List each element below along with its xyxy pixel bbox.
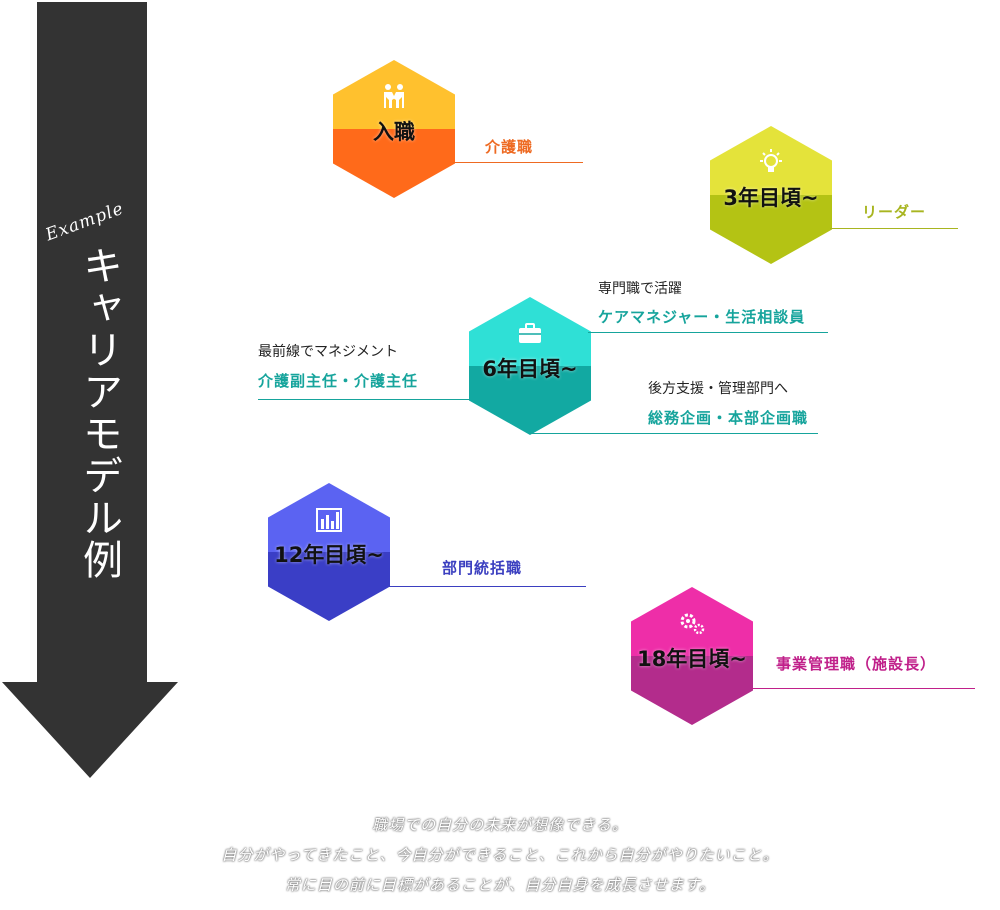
step-year-18: 18年目頃~ [631,587,753,725]
gears-icon [680,613,705,635]
branch-sublabel: 最前線でマネジメント [258,344,398,360]
branch-sublabel: 専門職で活躍 [598,281,682,297]
step-title: 3年目頃~ [723,186,819,210]
branch-role-label: 総務企画・本部企画職 [648,409,809,427]
hexagon-shape [710,126,832,264]
step-entry: 入職 [333,60,455,198]
footer-line: 自分がやってきたこと、今自分ができること、これから自分がやりたいこと。 [221,846,779,864]
branch-role-label: 介護副主任・介護主任 [258,372,419,390]
step-role-label: 介護職 [485,138,534,156]
branch-role-label: ケアマネジャー・生活相談員 [598,308,806,326]
step-role-label: 事業管理職（施設長） [776,655,937,673]
connector-line [388,586,586,587]
connector-line [588,332,828,333]
briefcase-icon [519,323,541,343]
hexagon-shape [333,60,455,198]
step-role-label: 部門統括職 [442,559,523,577]
hexagon-shape [631,587,753,725]
step-title: 入職 [373,120,415,144]
step-title: 6年目頃~ [482,357,578,381]
connector-line [751,688,975,689]
step-role-label: リーダー [862,203,927,221]
connector-line [530,433,818,434]
connector-line [453,162,583,163]
footer-line: 常に目の前に目標があることが、自分自身を成長させます。 [284,876,716,894]
arrow-label-career-model: キャリアモデル例 [76,245,122,581]
step-year-6: 6年目頃~ [469,297,591,435]
step-year-3: 3年目頃~ [710,126,832,264]
branch-sublabel: 後方支援・管理部門へ [648,381,788,397]
bar-chart-icon [316,508,342,532]
handshake-icon [384,84,404,108]
footer-line: 職場での自分の未来が想像できる。 [372,816,628,834]
step-title: 12年目頃~ [274,543,384,567]
lightbulb-icon [760,149,782,172]
connector-line [258,399,470,400]
footer-message: 職場での自分の未来が想像できる。 自分がやってきたこと、今自分ができること、これ… [0,810,1000,900]
step-title: 18年目頃~ [637,647,747,671]
step-year-12: 12年目頃~ [268,483,390,621]
down-arrow [2,2,178,778]
connector-line [830,228,958,229]
